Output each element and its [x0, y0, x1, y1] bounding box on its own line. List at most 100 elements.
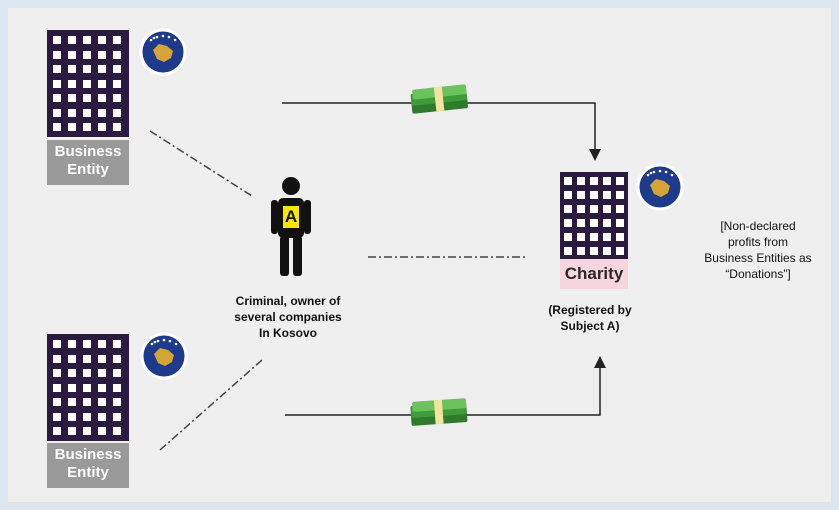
building-window — [83, 94, 91, 102]
building-window — [590, 191, 598, 199]
building-window — [98, 79, 106, 88]
charity-caption-line1: (Registered by — [548, 303, 632, 317]
building-window — [68, 398, 76, 406]
building-window — [577, 205, 585, 213]
building-window — [590, 205, 598, 213]
building-window — [564, 247, 572, 255]
building-window — [53, 79, 61, 88]
building-window — [577, 233, 585, 241]
building-window — [616, 233, 624, 241]
building-window — [83, 412, 91, 421]
building-window — [603, 233, 611, 241]
building-window — [53, 427, 61, 435]
ownership-link-bottom — [159, 359, 263, 451]
building-window — [53, 369, 61, 377]
charity-label: Charity — [560, 259, 628, 289]
ownership-link-top — [149, 130, 253, 197]
donations-note-line3: Business Entities as — [704, 251, 812, 265]
building-window — [616, 205, 624, 213]
building-window — [113, 369, 121, 377]
building-window — [113, 398, 121, 406]
building-window — [83, 340, 91, 348]
building-window — [68, 50, 76, 59]
building-window — [98, 50, 106, 59]
building-window — [113, 50, 121, 59]
person-caption-line1: Criminal, owner of — [235, 294, 341, 308]
building-window — [98, 354, 106, 363]
building-window — [113, 412, 121, 421]
building-window — [113, 123, 121, 131]
top-money-flow-line — [282, 102, 601, 161]
charity-caption-line2: Subject A) — [560, 319, 620, 333]
building-window — [577, 191, 585, 199]
business-entity-label-bottom: Business Entity — [47, 443, 129, 488]
building-window — [98, 369, 106, 377]
building-window — [68, 369, 76, 377]
building-window — [564, 205, 572, 213]
building-window — [83, 50, 91, 59]
building-window — [98, 94, 106, 102]
building-window — [616, 177, 624, 185]
building-window — [113, 79, 121, 88]
person-badge: A — [283, 206, 299, 228]
building-window — [113, 36, 121, 44]
building-window — [113, 340, 121, 348]
building-window — [53, 412, 61, 421]
building-window — [577, 247, 585, 255]
building-window — [113, 383, 121, 392]
building-window — [83, 427, 91, 435]
building-window — [53, 65, 61, 73]
charity-caption: (Registered by Subject A) — [530, 302, 650, 334]
building-window — [68, 65, 76, 73]
building-window — [616, 247, 624, 255]
building-window — [53, 94, 61, 102]
building-window — [98, 36, 106, 44]
building-window — [53, 398, 61, 406]
building-window — [577, 177, 585, 185]
building-window — [83, 79, 91, 88]
building-window — [68, 123, 76, 131]
building-window — [113, 108, 121, 117]
building-window — [83, 65, 91, 73]
kosovo-emblem-icon — [636, 163, 684, 211]
business-entity-label-bottom-line2: Entity — [67, 464, 109, 481]
business-entity-label-top-line1: Business — [54, 143, 122, 160]
building-window — [98, 398, 106, 406]
building-window — [98, 412, 106, 421]
building-window — [616, 191, 624, 199]
building-window — [564, 219, 572, 227]
building-window — [53, 50, 61, 59]
building-window — [68, 36, 76, 44]
building-window — [83, 123, 91, 131]
money-stack-icon — [410, 398, 468, 426]
business-entity-label-top: Business Entity — [47, 140, 129, 185]
building-window — [603, 205, 611, 213]
building-window — [590, 247, 598, 255]
building-window — [564, 191, 572, 199]
building-window — [590, 177, 598, 185]
building-window — [53, 383, 61, 392]
person-caption-line3: In Kosovo — [258, 326, 317, 340]
business-entity-building-top — [47, 30, 129, 137]
building-window — [113, 427, 121, 435]
building-window — [564, 177, 572, 185]
building-window — [603, 247, 611, 255]
donations-note-line2: profits from — [727, 235, 788, 249]
business-entity-building-bottom — [47, 334, 129, 441]
building-window — [53, 36, 61, 44]
building-window — [83, 383, 91, 392]
business-entity-label-bottom-line1: Business — [54, 446, 122, 463]
person-caption-line2: several companies — [234, 310, 342, 324]
building-window — [113, 65, 121, 73]
building-window — [113, 354, 121, 363]
building-window — [603, 219, 611, 227]
building-window — [83, 354, 91, 363]
building-window — [98, 65, 106, 73]
building-window — [53, 340, 61, 348]
building-window — [68, 383, 76, 392]
building-window — [83, 108, 91, 117]
building-window — [53, 108, 61, 117]
building-window — [53, 123, 61, 131]
building-window — [603, 191, 611, 199]
